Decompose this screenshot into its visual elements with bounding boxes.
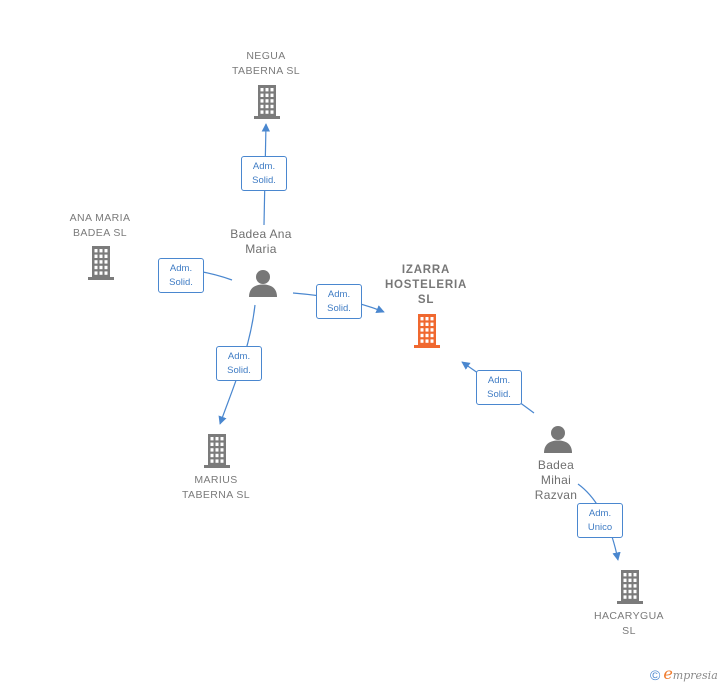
- person-name-line: Mihai: [540, 473, 572, 487]
- company-name-line: NEGUA: [246, 50, 286, 62]
- company-label-izarra-hosteleria[interactable]: IZARRA HOSTELERIA SL: [385, 263, 467, 308]
- building-icon[interactable]: [614, 569, 646, 605]
- person-name-line: Razvan: [534, 488, 578, 502]
- company-name-line: TABERNA SL: [232, 65, 300, 77]
- company-name-line: SL: [622, 625, 636, 637]
- brand-logo[interactable]: ©empresia: [650, 664, 718, 684]
- brand-name: mpresia: [672, 669, 718, 682]
- person-name-line: Badea Ana: [230, 227, 292, 241]
- person-icon[interactable]: [247, 268, 279, 298]
- person-icon[interactable]: [542, 424, 574, 454]
- company-name-line: ANA MARIA: [69, 212, 131, 224]
- person-name-line: Badea: [537, 458, 575, 472]
- edge-label-adm-solid-ana-maria-badea: Adm.Solid.: [158, 258, 204, 293]
- brand-initial: e: [663, 664, 673, 683]
- person-name-line: Maria: [245, 242, 277, 256]
- edge-label-adm-solid-marius: Adm.Solid.: [216, 346, 262, 381]
- company-label-marius-taberna[interactable]: MARIUS TABERNA SL: [182, 473, 250, 503]
- building-icon[interactable]: [411, 313, 443, 349]
- person-label-badea-mihai-razvan[interactable]: Badea Mihai Razvan: [535, 458, 578, 503]
- company-label-negua-taberna[interactable]: NEGUA TABERNA SL: [232, 49, 300, 79]
- company-name-line: HOSTELERIA: [384, 279, 468, 291]
- company-name-line: TABERNA SL: [182, 489, 250, 501]
- company-name-line: IZARRA: [401, 264, 451, 276]
- company-label-hacarygua[interactable]: HACARYGUA SL: [594, 609, 664, 639]
- building-icon[interactable]: [251, 84, 283, 120]
- edge-label-adm-solid-izarra: Adm.Solid.: [316, 284, 362, 319]
- building-icon[interactable]: [201, 433, 233, 469]
- person-label-badea-ana-maria[interactable]: Badea Ana Maria: [230, 227, 291, 257]
- company-name-line: SL: [417, 294, 435, 306]
- copyright-icon: ©: [650, 667, 661, 683]
- company-label-ana-maria-badea[interactable]: ANA MARIA BADEA SL: [70, 211, 131, 241]
- company-name-line: BADEA SL: [73, 227, 127, 239]
- edge-label-adm-solid-negua: Adm.Solid.: [241, 156, 287, 191]
- edge-label-adm-unico-hacarygua: Adm.Unico: [577, 503, 623, 538]
- edge-label-adm-solid-izarra-2: Adm.Solid.: [476, 370, 522, 405]
- company-name-line: HACARYGUA: [594, 610, 664, 622]
- company-name-line: MARIUS: [194, 474, 238, 486]
- building-icon[interactable]: [85, 245, 117, 281]
